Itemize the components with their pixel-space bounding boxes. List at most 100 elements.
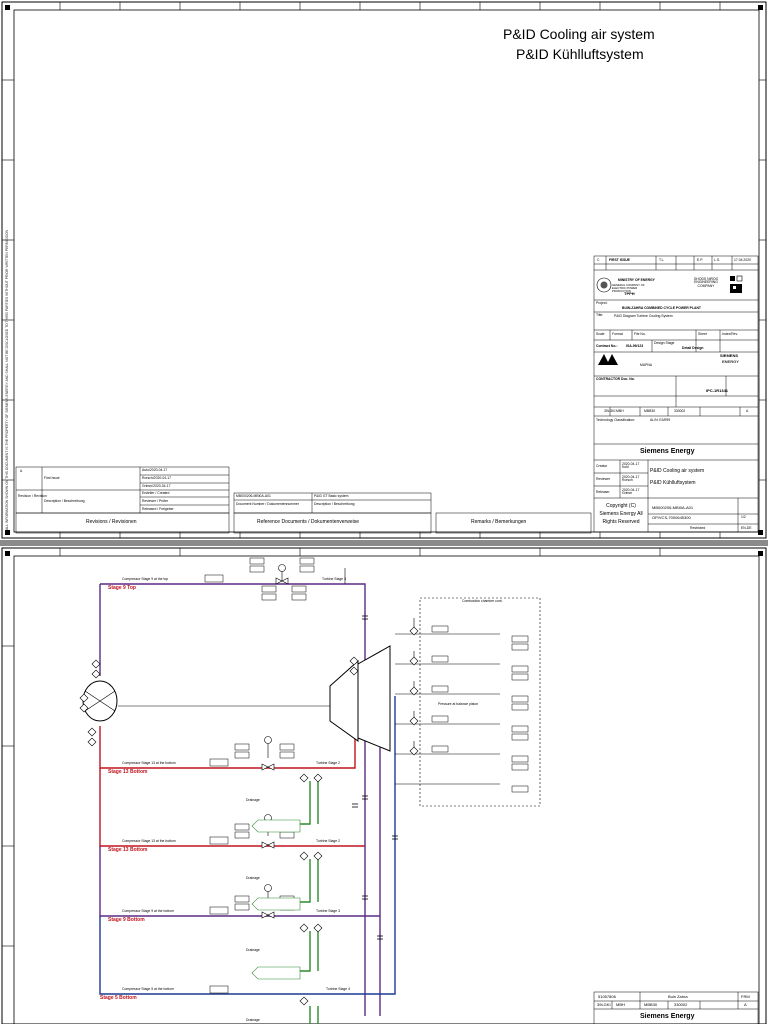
tb-approved: L.S. [714,258,721,262]
remarks-footer: Remarks / Bemerkungen [471,519,527,525]
label-turbine-stage4: Turbine Stage 4 [326,987,351,991]
tb-reviewer: 2020-04-17 Rorsch [622,475,640,483]
tb-ident-2: MBB30 [644,409,656,413]
label-drainage-3: Drainage [246,948,260,952]
tb-creator-label: Creator [596,464,608,468]
rev-desc-label: Description / Beschreibung [44,499,85,503]
label-comp-stage9-top: Compressor Stage 9 at the top [122,577,169,581]
tb-contract-label: Contract No.: [596,344,618,348]
tb-ident-1: MBH [616,409,624,413]
tb-contract: ISA-99/123 [626,344,644,348]
references-footer: Reference Documents / Dokumentenverweise [257,519,359,525]
tb2-ident-1: MBH [616,1002,625,1007]
rev-created-label: Ersteller / Created [142,491,170,495]
tb2-format: FRM [741,994,750,999]
tb-lang: EN-DE [741,526,752,530]
tb2-ident-2: MBB30 [644,1002,658,1007]
tb2-ident-3: 330002 [674,1002,688,1007]
label-pressure-balance: Pressure at balance piston [438,702,479,706]
rev-date-created: Auto/2020-04-17 [142,468,168,472]
mapna-logo-icon [598,354,618,365]
sheet1-frame [1,1,767,539]
rev-date-reviewed: Rorsch/2020-04-17 [142,476,172,480]
tb-copyright: Copyright (C) Siemens Energy All Rights … [599,503,643,525]
ref-doc-no-label: Document Number / Dokumentennummer [236,502,299,506]
tb-company: Siemens Energy [640,448,695,455]
rev-reviewed-label: Reviewer / Prüfer [142,499,169,503]
tb-title: P&ID Diagram Turbine Cooling System [614,314,673,318]
label-stage9-top: Stage 9 Top [108,585,136,591]
tb-project-label: Project: [596,301,608,305]
ref-doc-desc: P&ID GT Basic system [314,494,349,498]
label-combustion-chamber: Combustion chamber cont. [462,599,503,603]
tb-creator: 2020-04-17 Kuhl [622,462,640,470]
tb-drawing-no: MB000206-MBI0A-A01 [652,505,694,510]
tb-sheet: 1/2 [741,515,746,519]
ref-doc-desc-label: Description / Beschreibung [314,502,355,506]
label-turbine-stage3b: Turbine Stage 3 [316,909,341,913]
tb-rev: C [597,258,600,262]
tb-design-stage-label: Design Stage [654,341,675,345]
label-turbine-stage3: Turbine Stage 3 [322,577,347,581]
tb-sheet-label: Sheet [698,332,707,336]
tb-ident-0: 39LGKI [604,409,616,413]
tb2-company: Siemens Energy [640,1013,695,1020]
compressor-icon [82,680,118,722]
tag-boxes [204,557,529,994]
tb-file-label: File No. [634,332,646,336]
tb-releaser: 2020-04-17 Grimm [622,488,640,496]
label-comp-stage9-bottom: Compressor Stage 9 at the bottom [122,909,174,913]
drawing-title-en: P&ID Cooling air system [503,26,655,42]
tb-design-stage: Detail Design [682,346,704,350]
tb-releaser-label: Releaser [596,490,610,494]
tb-checked: E.P. [697,258,703,262]
tb2-ident-0: 39LGKI [597,1002,611,1007]
valve-icons [261,564,289,919]
ref-doc-no: MB000206-MBI0A-A01 [236,494,271,498]
label-stage9-bottom: Stage 9 Bottom [108,917,145,923]
revisions-footer: Revisions / Revisionen [86,519,137,525]
page-separator [0,540,768,546]
tb-index-label: Index/Rev. [722,332,738,336]
tb-client: MINISTRY OF ENERGY [618,278,655,282]
drawing-sheet-2: Stage 9 Top Stage 13 Bottom Stage 13 Bot… [0,546,768,1024]
gas-turbine-icon [329,645,391,752]
label-drainage-4: Drainage [246,1018,260,1022]
pid-diagram [1,547,767,1024]
instrument-icons [79,626,419,1006]
tb-tech-val: AL/N: EAR99 [650,418,671,422]
rev-date-released: Grimm/2020-04-17 [142,484,171,488]
tb-title-en: P&ID Cooling air system [650,468,705,474]
client-emblem-icon [596,277,612,293]
tb2-ident-4: A [744,1002,747,1007]
label-drainage-1: Drainage [246,798,260,802]
label-turbine-stage2: Turbine Stage 2 [316,761,341,765]
label-turbine-stage2b: Turbine Stage 2 [316,839,341,843]
tb-drawing-no2: OP/VCS-7000645300 [652,515,691,520]
rev-code: A [20,469,23,473]
tb2-doc: 51057806 [598,994,616,999]
tb-restricted: Restricted [690,526,706,530]
tb-siemens-sub: ENERGY [722,359,739,364]
tb-drawn: T.L [659,258,664,262]
pipe-stage13-b [99,768,365,847]
label-drainage-2: Drainage [246,876,260,880]
drawing-title-de: P&ID Kühlluftsystem [516,46,644,62]
rev-released-label: Released / Freigeber [142,507,174,511]
tb-client-logo: TPPH [624,291,635,296]
tb-title-label: Title: [596,313,604,317]
tb-title-de: P&ID Kühlluftsystem [650,480,696,486]
tb-contractor-doc-label: CONTRACTOR Doc. No. [596,377,635,381]
label-comp-stage5-bottom: Compressor Stage 5 at the bottom [122,987,174,991]
tb-ident-3: 330002 [674,409,686,413]
pipe-stage13-a [99,706,356,769]
rev-first-issue: First Issue [44,476,60,480]
tb-client-sub: GENERAL COMPANY OF ELECTRIC POWER PRODUC… [612,283,645,293]
drawing-sheet-1: P&ID Cooling air system P&ID Kühlluftsys… [0,0,768,540]
tb-tech-class: Technology Classification: [596,418,636,422]
tb-desc: FIRST ISSUE [609,258,630,262]
tb2-site: Buin Zahra [668,994,688,999]
tb-doc-no: IPC-1R1341 [706,388,729,393]
label-comp-stage13-bottom: Compressor Stage 13 at the bottom [122,761,176,765]
tb-mapna: MAPNA [640,363,653,367]
